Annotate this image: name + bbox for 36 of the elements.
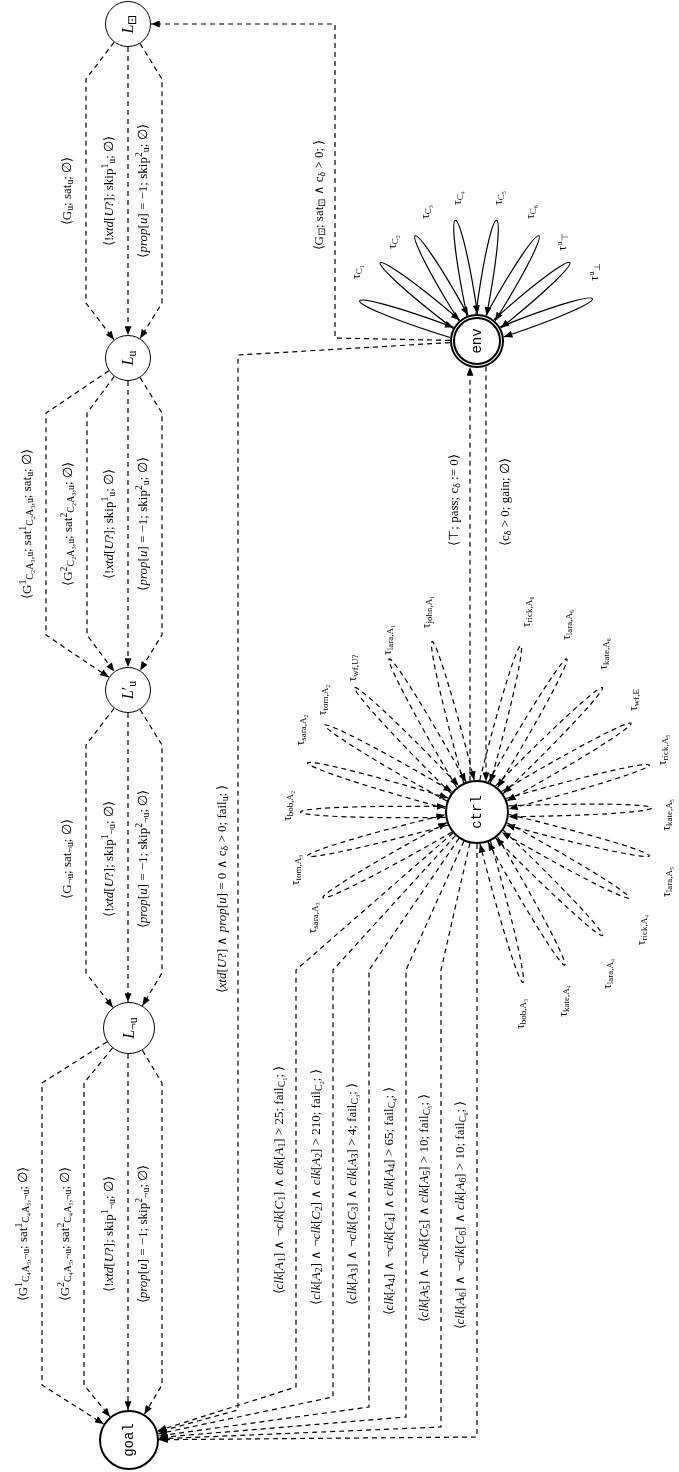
self-loop-arrow: [501, 722, 632, 802]
state-label: ctrl: [470, 795, 484, 829]
state-label: goal: [122, 1423, 136, 1457]
arrow: [466, 366, 474, 782]
self-loop-arrow: [306, 761, 449, 809]
self-loop-arrow: [299, 803, 447, 819]
self-loop-arrow: [487, 658, 568, 789]
arrow: [124, 712, 132, 1003]
self-loop-arrow: [493, 262, 571, 329]
state-label: env: [470, 328, 484, 354]
arrow: [45, 370, 110, 678]
arrow: [85, 41, 115, 341]
self-loop-arrow: [324, 724, 453, 802]
arrow: [124, 380, 132, 668]
arrow: [124, 46, 132, 336]
arrow: [86, 375, 115, 673]
self-loop-arrow: [485, 235, 540, 322]
arrow: [41, 1041, 108, 1425]
arrow: [124, 1053, 132, 1411]
arrow: [139, 377, 163, 671]
self-loop-arrow: [501, 822, 630, 899]
arrow: [139, 709, 163, 1007]
arrow: [85, 707, 115, 1009]
arrow: [83, 1047, 114, 1418]
self-loop-arrow: [322, 822, 453, 899]
self-loop-arrow: [495, 829, 604, 937]
arrow: [141, 1049, 163, 1415]
arrow: [150, 20, 451, 341]
arrow: [139, 43, 163, 339]
self-loop-arrow: [495, 686, 604, 795]
self-loop-arrow: [414, 235, 469, 322]
self-loop-arrow: [505, 813, 650, 858]
self-loop-arrow: [388, 658, 467, 788]
self-loop-arrow: [353, 686, 460, 794]
self-loop-arrow: [505, 763, 650, 811]
self-loop-arrow: [487, 836, 566, 966]
